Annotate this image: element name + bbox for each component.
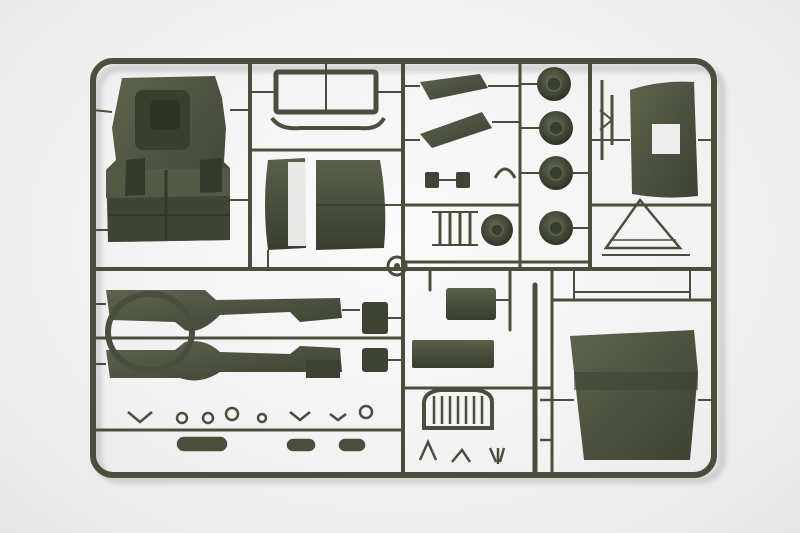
- lever-parts: [599, 80, 614, 160]
- mirror-parts: [425, 167, 517, 188]
- canvas-cover-upper-part: [590, 81, 714, 198]
- wheel-1: [537, 67, 571, 101]
- bottom-small-parts: [418, 398, 552, 464]
- sprue-hub: [386, 255, 408, 277]
- radiator-grille-part: [422, 388, 494, 430]
- jerrycan-parts: [412, 288, 510, 368]
- chassis-frame-part: [93, 290, 360, 381]
- sprue-frame: [90, 58, 717, 478]
- hood-right-part: [316, 160, 403, 250]
- wheel-4: [539, 211, 573, 245]
- canvas-cover-lower-part: [552, 330, 714, 460]
- wheel-3: [539, 156, 573, 190]
- wheel-parts: [481, 67, 590, 246]
- wheel-2: [539, 111, 573, 145]
- windshield-frame-part: [250, 61, 403, 131]
- sprue-shadow: [94, 64, 726, 484]
- hood-left-part: [265, 158, 306, 269]
- small-rod-parts: [432, 211, 478, 246]
- fender-upper-part: [403, 74, 520, 100]
- tie-rod-parts: [574, 254, 690, 293]
- fender-lower-part: [403, 112, 520, 148]
- triangle-bracket-part: [603, 197, 683, 250]
- small-detail-parts: [127, 404, 374, 452]
- seat-parts: [362, 302, 403, 372]
- wheel-5: [481, 214, 513, 246]
- cab-tub-part: [92, 76, 250, 242]
